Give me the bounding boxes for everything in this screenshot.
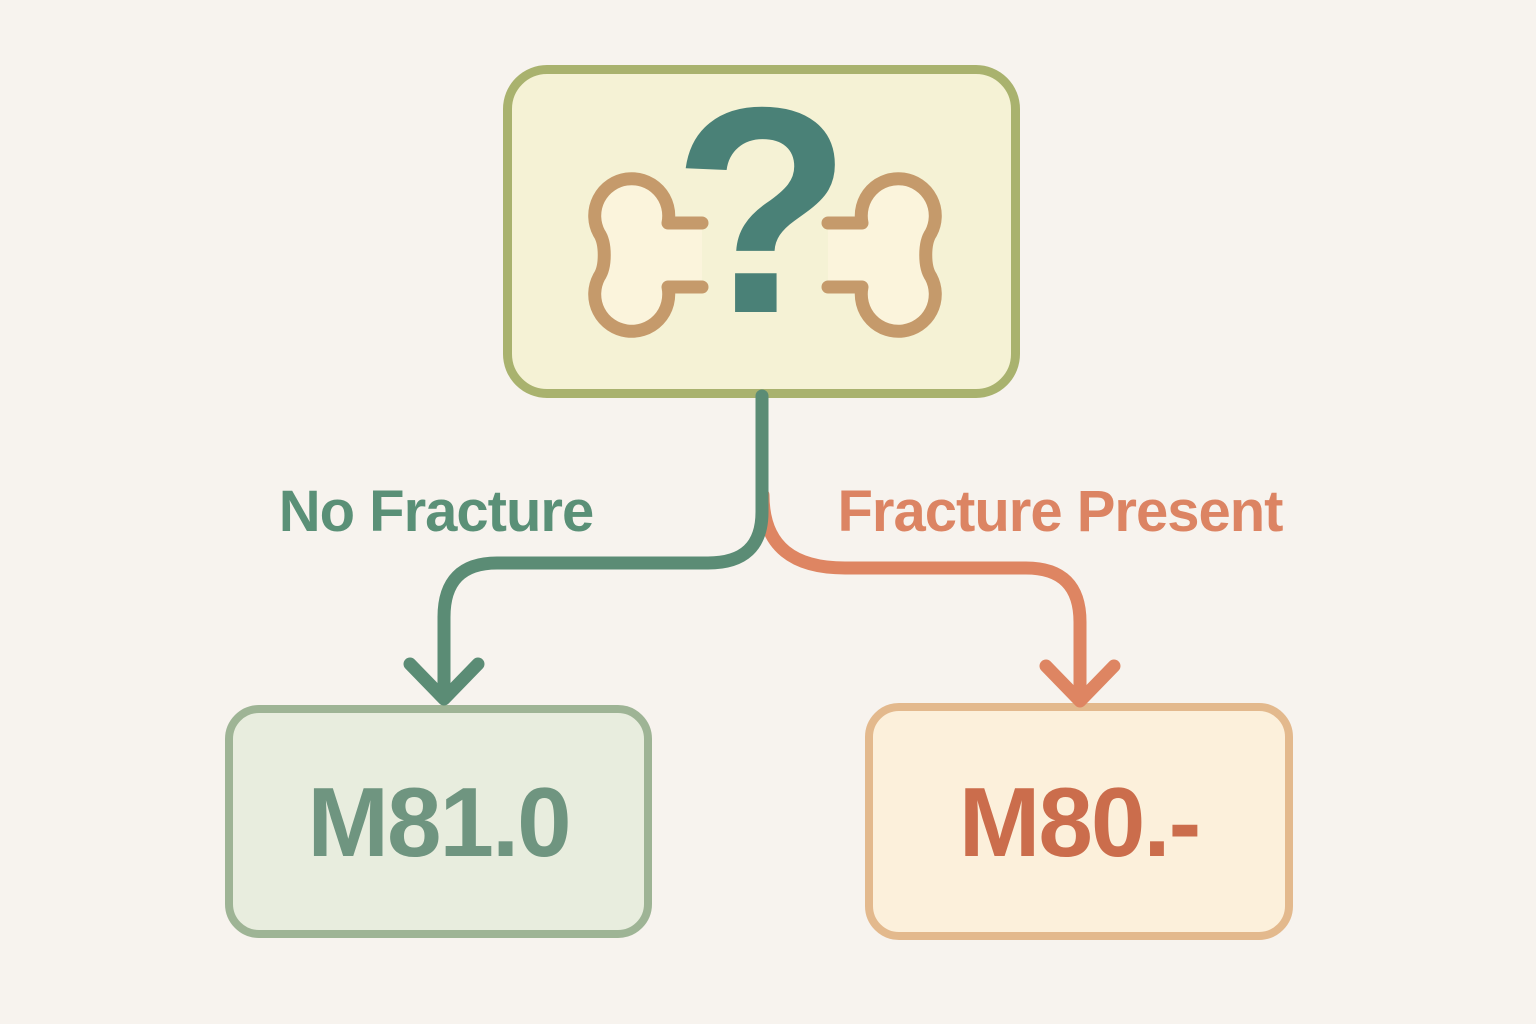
icd-code-m80: M80.- [958,766,1202,877]
branch-label-no-fracture: No Fracture [278,479,595,544]
arrowhead-no-fracture-icon [403,657,485,706]
outcome-node-no-fracture: M81.0 [225,705,652,938]
icd-code-m81: M81.0 [307,766,571,877]
question-mark: ? [672,47,852,375]
outcome-node-fracture-present: M80.- [865,703,1293,940]
arrowhead-fracture-present-icon [1039,659,1121,708]
connector-no-fracture [403,389,769,706]
branch-label-fracture-present: Fracture Present [837,479,1284,544]
